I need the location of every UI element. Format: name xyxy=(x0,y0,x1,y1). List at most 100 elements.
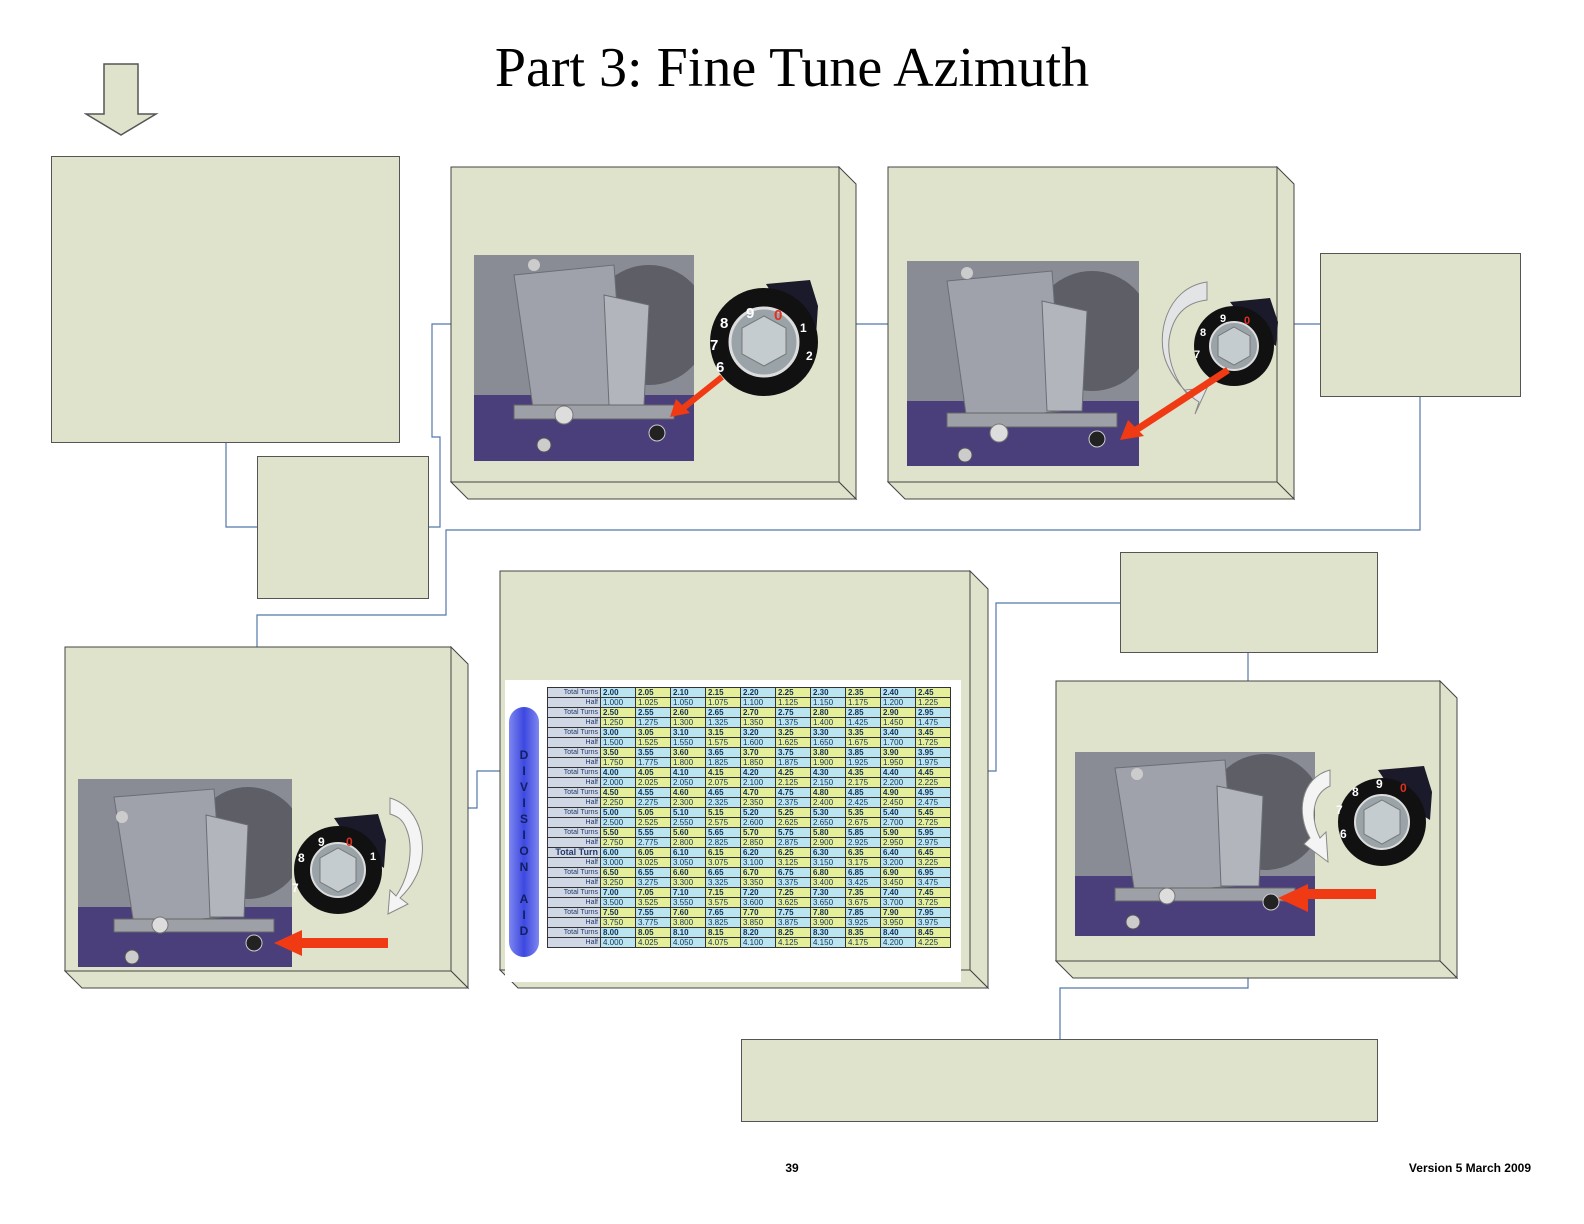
half-cell: 2.125 xyxy=(775,777,811,788)
total-cell: 3.95 xyxy=(915,747,951,758)
total-cell: 4.05 xyxy=(635,767,671,778)
total-cell: 7.90 xyxy=(880,907,916,918)
total-cell: 5.15 xyxy=(705,807,741,818)
dial-digit: 0 xyxy=(1400,781,1407,795)
dial-digit: 9 xyxy=(1220,313,1226,325)
row-label: Total Turns xyxy=(547,767,601,778)
total-cell: 6.55 xyxy=(635,867,671,878)
row-label: Half xyxy=(547,897,601,908)
total-cell: 5.20 xyxy=(740,807,776,818)
dial-digit: 7 xyxy=(710,337,718,354)
half-cell: 2.150 xyxy=(810,777,846,788)
total-cell: 7.20 xyxy=(740,887,776,898)
half-cell: 1.075 xyxy=(705,697,741,708)
half-cell: 3.775 xyxy=(635,917,671,928)
total-cell: 4.85 xyxy=(845,787,881,798)
half-cell: 1.975 xyxy=(915,757,951,768)
half-cell: 3.300 xyxy=(670,877,706,888)
total-cell: 8.05 xyxy=(635,927,671,938)
half-cell: 4.175 xyxy=(845,937,881,948)
total-cell: 3.15 xyxy=(705,727,741,738)
total-cell: 5.00 xyxy=(600,807,636,818)
total-cell: 5.30 xyxy=(810,807,846,818)
half-cell: 1.125 xyxy=(775,697,811,708)
total-cell: 8.35 xyxy=(845,927,881,938)
half-cell: 1.500 xyxy=(600,737,636,748)
half-cell: 3.875 xyxy=(775,917,811,928)
total-cell: 3.65 xyxy=(705,747,741,758)
row-label: Half xyxy=(547,797,601,808)
total-cell: 4.35 xyxy=(845,767,881,778)
dial-digit: 8 xyxy=(1352,785,1359,799)
half-cell: 2.200 xyxy=(880,777,916,788)
row-label: Total Turns xyxy=(547,787,601,798)
half-cell: 1.250 xyxy=(600,717,636,728)
half-cell: 1.550 xyxy=(670,737,706,748)
total-cell: 2.65 xyxy=(705,707,741,718)
bracket-photo xyxy=(1075,752,1315,936)
total-cell: 3.50 xyxy=(600,747,636,758)
half-cell: 2.400 xyxy=(810,797,846,808)
half-cell: 1.400 xyxy=(810,717,846,728)
half-cell: 1.675 xyxy=(845,737,881,748)
total-cell: 5.85 xyxy=(845,827,881,838)
half-cell: 3.075 xyxy=(705,857,741,868)
total-cell: 3.45 xyxy=(915,727,951,738)
half-cell: 3.125 xyxy=(775,857,811,868)
total-cell: 6.35 xyxy=(845,847,881,858)
half-cell: 2.850 xyxy=(740,837,776,848)
half-cell: 1.025 xyxy=(635,697,671,708)
total-cell: 2.95 xyxy=(915,707,951,718)
half-cell: 2.475 xyxy=(915,797,951,808)
half-cell: 1.150 xyxy=(810,697,846,708)
total-cell: 6.70 xyxy=(740,867,776,878)
half-cell: 1.800 xyxy=(670,757,706,768)
half-cell: 1.575 xyxy=(705,737,741,748)
total-cell: 3.20 xyxy=(740,727,776,738)
total-cell: 6.75 xyxy=(775,867,811,878)
row-label: Total Turns xyxy=(547,747,601,758)
half-cell: 3.225 xyxy=(915,857,951,868)
half-cell: 3.250 xyxy=(600,877,636,888)
note-box xyxy=(741,1039,1378,1122)
total-cell: 3.25 xyxy=(775,727,811,738)
half-cell: 2.275 xyxy=(635,797,671,808)
curved-arrow-icon xyxy=(387,797,423,915)
half-cell: 1.600 xyxy=(740,737,776,748)
half-cell: 3.475 xyxy=(915,877,951,888)
half-cell: 2.450 xyxy=(880,797,916,808)
page-number: 39 xyxy=(785,1161,799,1175)
half-cell: 2.675 xyxy=(845,817,881,828)
half-cell: 3.700 xyxy=(880,897,916,908)
total-cell: 7.25 xyxy=(775,887,811,898)
total-cell: 6.10 xyxy=(670,847,706,858)
red-arrow-icon xyxy=(274,930,388,956)
half-cell: 2.225 xyxy=(915,777,951,788)
total-cell: 8.25 xyxy=(775,927,811,938)
total-cell: 7.60 xyxy=(670,907,706,918)
half-cell: 3.675 xyxy=(845,897,881,908)
dial-digit: 7 xyxy=(1336,803,1343,817)
row-label: Half xyxy=(547,757,601,768)
total-cell: 5.45 xyxy=(915,807,951,818)
half-cell: 2.725 xyxy=(915,817,951,828)
half-cell: 1.175 xyxy=(845,697,881,708)
down-arrow-icon xyxy=(84,63,159,136)
total-cell: 2.60 xyxy=(670,707,706,718)
total-cell: 6.25 xyxy=(775,847,811,858)
half-cell: 2.175 xyxy=(845,777,881,788)
total-cell: 5.80 xyxy=(810,827,846,838)
total-cell: 7.05 xyxy=(635,887,671,898)
total-cell: 6.00 xyxy=(600,847,636,858)
half-cell: 2.950 xyxy=(880,837,916,848)
total-cell: 5.65 xyxy=(705,827,741,838)
